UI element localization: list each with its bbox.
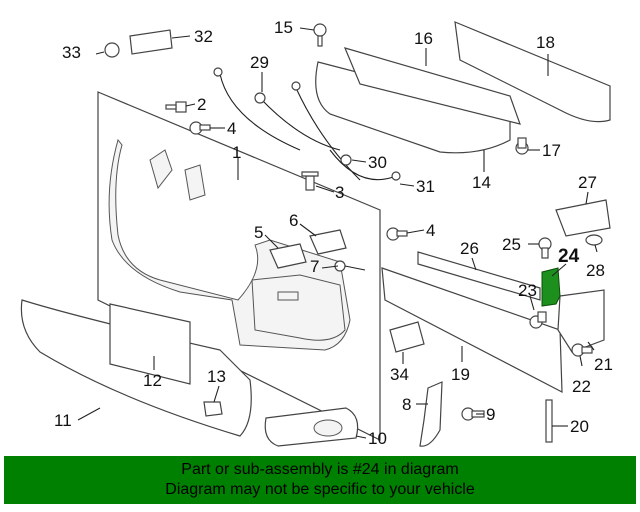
bolt-part — [529, 311, 547, 329]
callout-15: 15 — [274, 18, 293, 37]
callout-7: 7 — [310, 257, 319, 276]
callout-12: 12 — [143, 371, 162, 390]
bracket-part — [555, 199, 611, 237]
callout-13: 13 — [207, 367, 226, 386]
callout-9: 9 — [486, 405, 495, 424]
callout-3: 3 — [335, 183, 344, 202]
connector-part — [129, 29, 173, 55]
callout-6: 6 — [289, 211, 298, 230]
bolt-part — [538, 237, 552, 259]
bolt-part — [515, 137, 529, 155]
callout-27: 27 — [578, 173, 597, 192]
callout-11: 11 — [54, 411, 72, 430]
license-plate-bracket-part — [109, 303, 191, 385]
callout-5: 5 — [254, 223, 263, 242]
banner-part-note: Part or sub-assembly is #24 in diagram — [181, 461, 459, 478]
callout-29: 29 — [250, 53, 269, 72]
energy-absorber-part — [343, 47, 521, 125]
callout-25: 25 — [502, 235, 521, 254]
callout-18: 18 — [536, 33, 555, 52]
callout-23: 23 — [518, 281, 537, 300]
callout-30: 30 — [368, 153, 387, 172]
callout-19: 19 — [451, 365, 470, 384]
part-info-banner: Part or sub-assembly is #24 in diagram D… — [4, 456, 636, 504]
callout-10: 10 — [368, 429, 387, 448]
module-part — [389, 321, 425, 353]
callout-1: 1 — [232, 143, 241, 162]
reinforcement-beam-part — [381, 267, 563, 394]
callout-4: 4 — [426, 221, 435, 240]
stud-part — [545, 399, 553, 443]
bracket-part — [269, 243, 307, 269]
grommet-part — [104, 42, 120, 58]
mount-bracket-part — [557, 289, 605, 353]
upper-beam-part — [417, 251, 541, 301]
callout-28: 28 — [586, 261, 605, 280]
callout-2: 2 — [197, 95, 206, 114]
callout-4: 4 — [227, 119, 236, 138]
callout-20: 20 — [570, 417, 589, 436]
washer-part — [340, 154, 352, 166]
callout-21: 21 — [594, 355, 613, 374]
highlighted-part-24 — [541, 267, 561, 307]
callout-16: 16 — [414, 29, 433, 48]
nut-part — [203, 401, 223, 417]
callout-31: 31 — [416, 177, 435, 196]
callout-33: 33 — [62, 43, 81, 62]
callout-labels: 1 2 3 4 4 5 6 7 8 9 10 11 12 13 14 15 16… — [54, 18, 613, 448]
upper-absorber-part — [454, 21, 611, 123]
callout-32: 32 — [194, 27, 213, 46]
leader-lines — [77, 27, 598, 439]
bolt-part — [571, 343, 593, 357]
screw-part — [386, 227, 408, 241]
callout-17: 17 — [542, 141, 561, 160]
callout-8: 8 — [402, 395, 411, 414]
bumper-cover-part — [97, 91, 381, 441]
callout-14: 14 — [472, 173, 491, 192]
nut-part — [585, 234, 603, 246]
fog-grille-part — [264, 407, 359, 447]
banner-disclaimer: Diagram may not be specific to your vehi… — [165, 481, 475, 498]
clip-part — [165, 101, 187, 113]
lower-bracket-part — [419, 381, 443, 447]
bracket-part — [309, 229, 347, 255]
wire-part — [329, 149, 401, 181]
push-pin-part — [313, 23, 327, 47]
screw-part — [301, 171, 319, 191]
callout-24-highlighted: 24 — [558, 246, 580, 267]
callout-34: 34 — [390, 365, 409, 384]
callout-26: 26 — [460, 239, 479, 258]
exploded-parts-diagram: 1 2 3 4 4 5 6 7 8 9 10 11 12 13 14 15 16… — [20, 18, 613, 448]
screw-part — [189, 121, 211, 135]
callout-22: 22 — [572, 377, 591, 396]
